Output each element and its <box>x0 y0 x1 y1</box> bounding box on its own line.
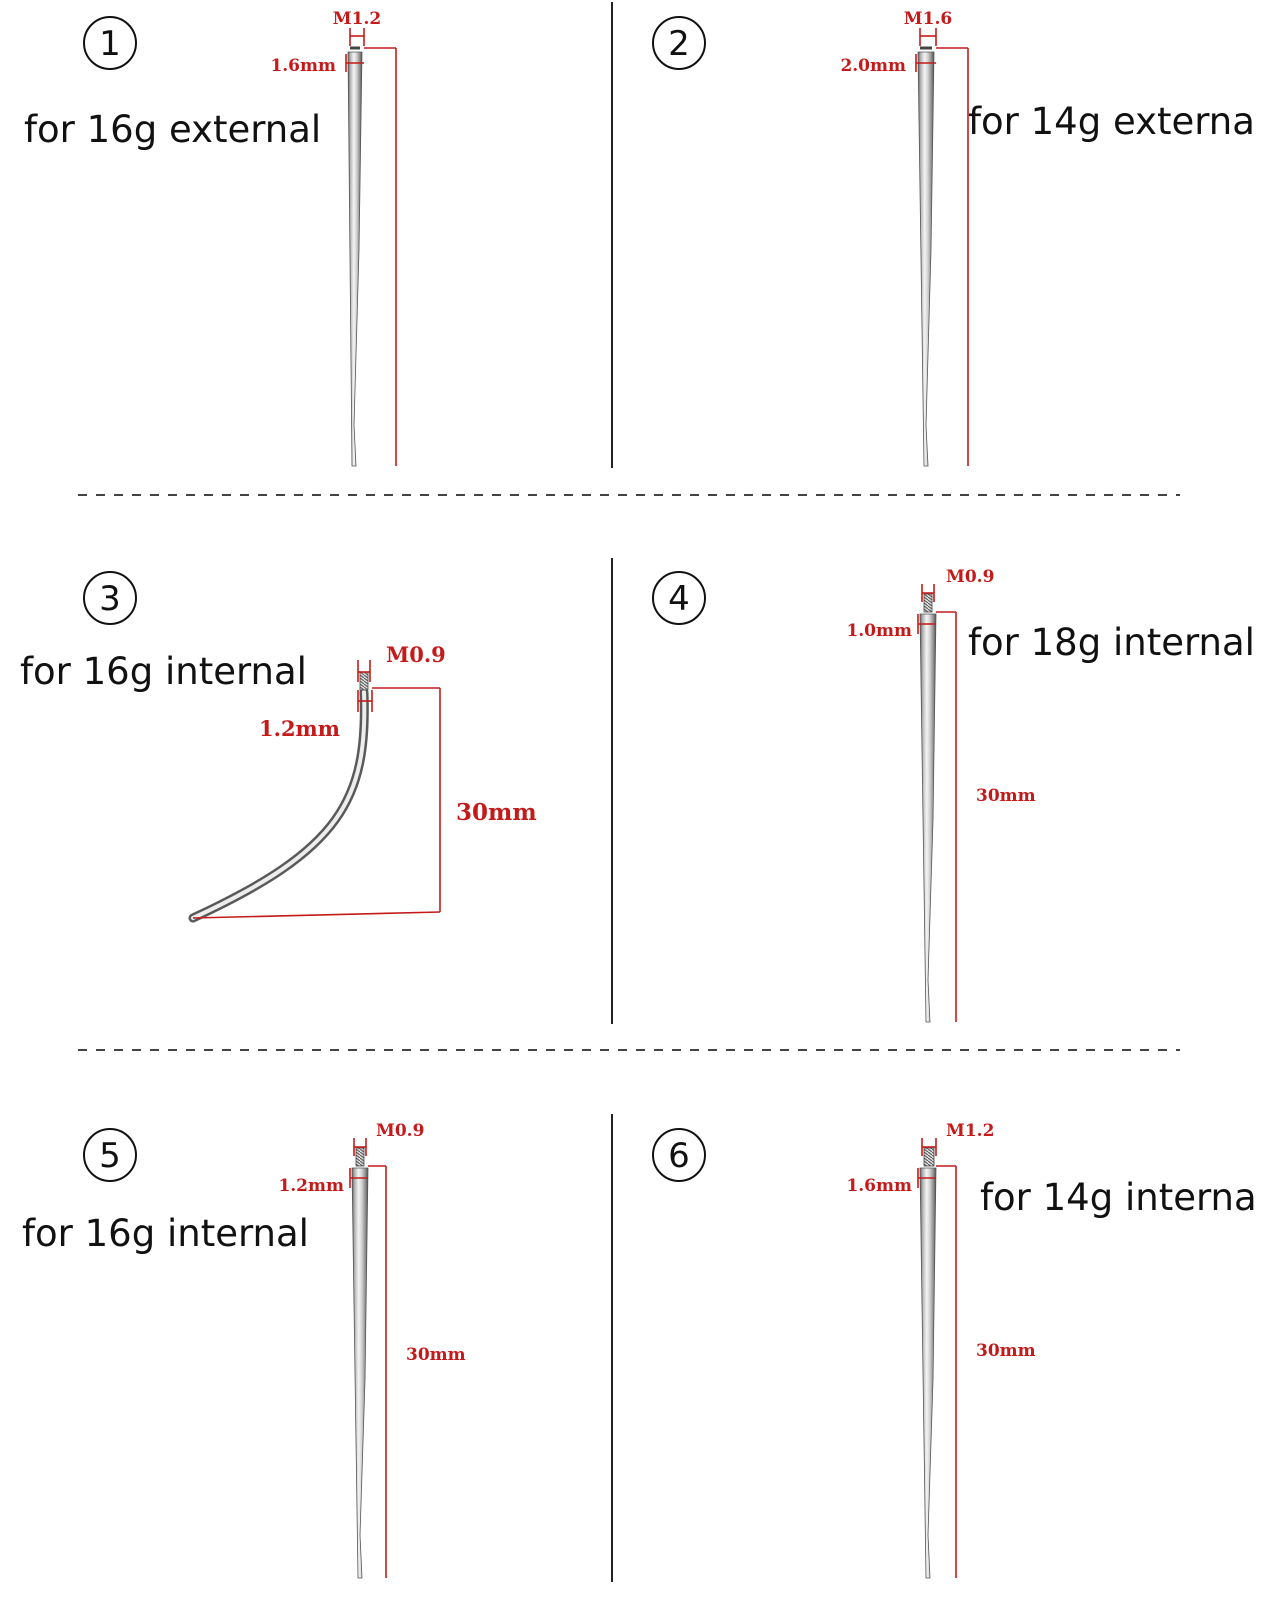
panel-caption: for 18g internal <box>968 621 1255 664</box>
width-label: 1.6mm <box>270 56 336 76</box>
taper-pin-2 <box>917 51 935 467</box>
panel-number: 1 <box>99 24 121 64</box>
panel-4: 4 for 18g internal M0.9 1.0mm 30mm <box>652 567 1255 1023</box>
panel-number-circle <box>83 1128 137 1182</box>
panel-number-circle <box>83 16 137 70</box>
taper-pin-5 <box>351 1167 369 1579</box>
panel-number-circle <box>83 571 137 625</box>
width-label: 1.0mm <box>846 621 912 641</box>
thread-size-label: M0.9 <box>386 642 446 667</box>
length-label: 30mm <box>976 786 1036 806</box>
panel-6: 6 for 14g interna M1.2 1.6mm 30mm <box>652 1121 1257 1579</box>
taper-pin-6 <box>919 1167 937 1579</box>
thread-end <box>359 671 369 691</box>
width-label: 1.2mm <box>259 716 340 741</box>
width-label: 2.0mm <box>840 56 906 76</box>
taper-pin-4 <box>919 613 937 1023</box>
thread-size-label: M1.6 <box>904 9 952 29</box>
panel-caption: for 16g internal <box>22 1212 309 1255</box>
length-label: 30mm <box>976 1341 1036 1361</box>
panel-caption: for 14g interna <box>980 1176 1257 1219</box>
thread-end <box>923 593 933 613</box>
panel-number: 4 <box>668 579 690 619</box>
panel-number-circle <box>652 571 706 625</box>
panel-number: 6 <box>668 1136 690 1176</box>
width-label: 1.6mm <box>846 1176 912 1196</box>
taper-pin-1 <box>347 51 363 467</box>
panel-5: 5 for 16g internal M0.9 1.2mm 30mm <box>22 1121 466 1579</box>
thread-end <box>923 1147 935 1167</box>
panel-number-circle <box>652 1128 706 1182</box>
thread-size-label: M1.2 <box>946 1121 994 1141</box>
panel-3: 3 for 16g internal M0.9 1.2mm 30mm <box>20 571 537 923</box>
panel-caption: for 14g externa <box>968 100 1255 143</box>
panel-caption: for 16g external <box>24 108 321 151</box>
thread-end <box>355 1147 365 1167</box>
panel-1: 1 for 16g external M1.2 1.6mm <box>24 9 397 467</box>
panel-caption: for 16g internal <box>20 650 307 693</box>
panel-2: 2 for 14g externa M1.6 2.0mm <box>652 9 1255 467</box>
width-label: 1.2mm <box>278 1176 344 1196</box>
panel-number: 2 <box>668 24 690 64</box>
thread-size-label: M1.2 <box>333 9 381 29</box>
panel-number-circle <box>652 16 706 70</box>
panel-number: 5 <box>99 1136 121 1176</box>
thread-size-label: M0.9 <box>946 567 994 587</box>
panel-number: 3 <box>99 579 121 619</box>
length-label: 30mm <box>456 799 537 826</box>
thread-size-label: M0.9 <box>376 1121 424 1141</box>
length-label: 30mm <box>406 1345 466 1365</box>
